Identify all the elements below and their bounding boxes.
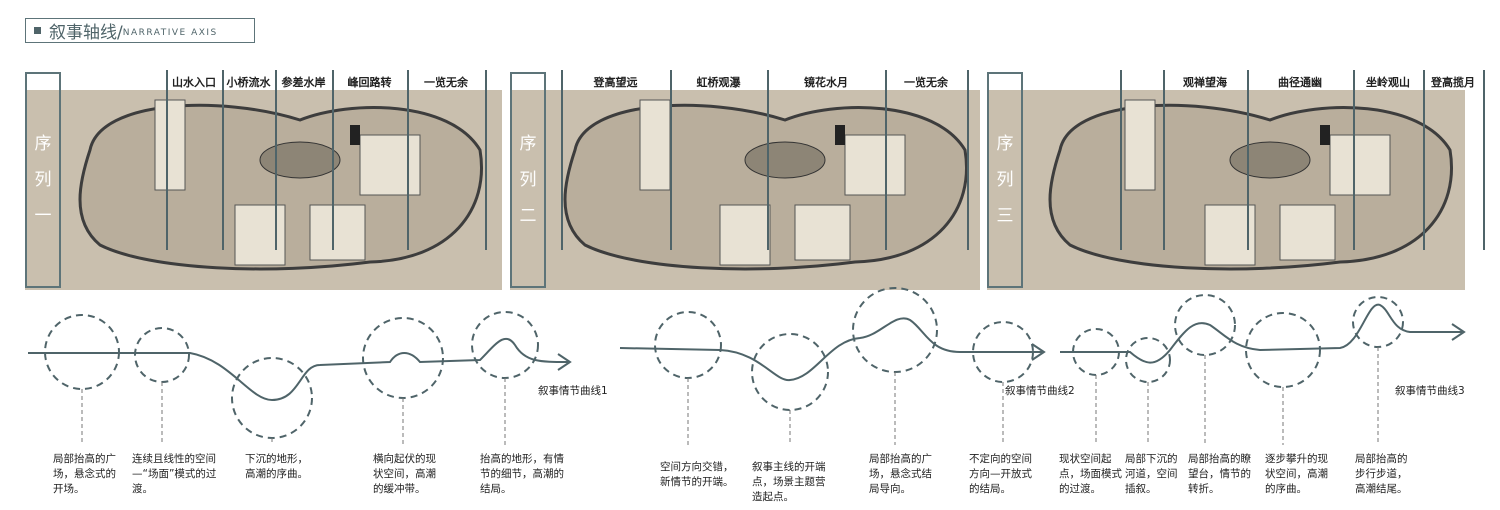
sequence-2-label: 序列二 (510, 72, 546, 288)
scene-divider (767, 70, 769, 250)
scene-divider (1247, 70, 1249, 250)
building (359, 134, 421, 196)
scene-divider (332, 70, 334, 250)
scene-divider (561, 70, 563, 250)
curve-label-2: 叙事情节曲线2 (1005, 385, 1075, 397)
building (309, 204, 366, 261)
scene-label: 参差水岸 (279, 74, 328, 90)
scene-label: 一览无余 (422, 74, 470, 90)
building (1279, 204, 1336, 261)
arrow-icon (1031, 343, 1046, 361)
note: 不定向的空间方向—开放式的结局。 (969, 453, 1032, 495)
dashed-circle (1174, 294, 1236, 356)
building-dark (1320, 125, 1330, 145)
scene-label: 登高望远 (591, 74, 640, 90)
building (844, 134, 906, 196)
scene-label: 登高揽月 (1429, 74, 1477, 90)
scene-divider (1120, 70, 1122, 250)
narrative-curve (1060, 303, 1462, 364)
note: 局部抬高的广场，悬念式结局导向。 (869, 453, 932, 495)
scene-divider (407, 70, 409, 250)
note: 空间方向交错，新情节的开端。 (660, 461, 734, 488)
building (639, 99, 671, 191)
scene-divider (222, 70, 224, 250)
building (794, 204, 851, 261)
dashed-circle (751, 333, 829, 411)
dashed-circle (231, 357, 313, 439)
note: 逐步攀升的现状空间，高潮的序曲。 (1265, 453, 1328, 495)
note: 局部抬高的步行步道，高潮结尾。 (1355, 453, 1408, 495)
narrative-curve (619, 317, 1042, 382)
scene-label: 虹桥观瀑 (694, 74, 743, 90)
scene-divider (275, 70, 277, 250)
note: 下沉的地形，高潮的序曲。 (245, 453, 308, 480)
scene-label: 峰回路转 (345, 74, 394, 90)
scene-divider (967, 70, 969, 250)
building (1329, 134, 1391, 196)
dashed-circle (1125, 337, 1171, 383)
title-cn: 叙事轴线/ (49, 23, 123, 43)
narrative-curve (28, 337, 569, 402)
dashed-circle (134, 327, 190, 383)
scene-label: 镜花水月 (802, 74, 850, 90)
note: 连续且线性的空间—“场面”模式的过渡。 (132, 453, 217, 495)
building (1204, 204, 1256, 266)
note: 局部抬高的广场，悬念式的开场。 (53, 453, 116, 495)
building (719, 204, 771, 266)
building (154, 99, 186, 191)
scene-divider (1483, 70, 1485, 250)
pond (1229, 141, 1311, 179)
dashed-circle (852, 287, 938, 373)
scene-divider (1423, 70, 1425, 250)
scene-label: 曲径通幽 (1276, 74, 1324, 90)
scene-label: 坐岭观山 (1364, 74, 1412, 90)
note: 局部抬高的瞭望台，情节的转折。 (1188, 453, 1251, 495)
scene-divider (670, 70, 672, 250)
dashed-circle (1245, 312, 1321, 388)
pond (744, 141, 826, 179)
scene-divider (885, 70, 887, 250)
dashed-circle (362, 317, 444, 399)
building (1124, 99, 1156, 191)
building-dark (835, 125, 845, 145)
building (234, 204, 286, 266)
scene-divider (1163, 70, 1165, 250)
title-en: NARRATIVE AXIS (122, 27, 218, 38)
dashed-circle (471, 311, 539, 379)
building-dark (350, 125, 360, 145)
note: 局部下沉的河道，空间插叙。 (1125, 453, 1178, 495)
arrow-icon (557, 353, 572, 371)
curve-label-3: 叙事情节曲线3 (1395, 385, 1465, 397)
square-bullet-icon (34, 27, 41, 34)
note: 抬高的地形，有情节的细节，高潮的结局。 (480, 453, 564, 495)
dashed-circle (654, 311, 722, 379)
scene-label: 山水入口 (170, 74, 218, 90)
sequence-3-label: 序列三 (987, 72, 1023, 288)
scene-divider (485, 70, 487, 250)
arrow-icon (1451, 323, 1466, 341)
note: 横向起伏的现状空间，高潮的缓冲带。 (373, 453, 436, 495)
section-title: 叙事轴线/ NARRATIVE AXIS (25, 18, 255, 43)
pond (259, 141, 341, 179)
sequence-1-label: 序列一 (25, 72, 61, 288)
note: 现状空间起点，场面模式的过渡。 (1059, 453, 1122, 495)
scene-divider (166, 70, 168, 250)
scene-label: 一览无余 (902, 74, 950, 90)
scene-label: 观禅望海 (1181, 74, 1229, 90)
scene-divider (1353, 70, 1355, 250)
curve-label-1: 叙事情节曲线1 (538, 385, 608, 397)
note: 叙事主线的开端点，场景主题营造起点。 (752, 461, 826, 503)
scene-label: 小桥流水 (224, 74, 273, 90)
